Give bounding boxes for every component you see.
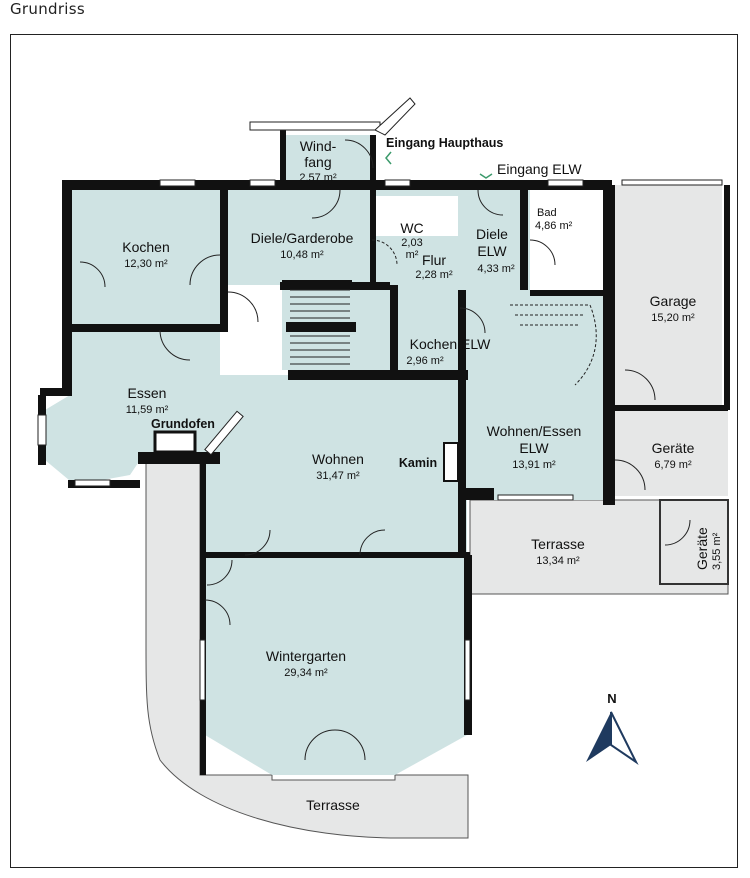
- kochen-elw-area: 2,96 m²: [406, 355, 444, 367]
- geraete-small-name: Geräte: [694, 527, 710, 570]
- wc-area: [372, 196, 458, 236]
- flur-name: Flur: [422, 252, 446, 268]
- garage-name: Garage: [650, 293, 697, 309]
- room-labels: Wind- fang 2,57 m² Kochen 12,30 m² Diele…: [122, 138, 723, 813]
- windfang-area: 2,57 m²: [299, 172, 337, 184]
- grundofen-label: Grundofen: [151, 417, 215, 431]
- windows: [37, 121, 723, 701]
- page-title: Grundriss: [10, 0, 85, 18]
- entrance-elw-arrow-icon: [479, 173, 493, 179]
- wc-area-value: 2,03: [401, 237, 422, 249]
- essen-name: Essen: [128, 385, 167, 401]
- kamin-label: Kamin: [399, 456, 437, 470]
- stairs-main: [290, 289, 350, 365]
- flur-area: 2,28 m²: [415, 269, 453, 281]
- geraete-small-area: [659, 499, 729, 585]
- entrance-canopy: [374, 97, 416, 136]
- wohnen-area: 31,47 m²: [316, 470, 360, 482]
- bad-name: Bad: [537, 207, 557, 219]
- wintergarten-area: 29,34 m²: [284, 667, 328, 679]
- geraete-name: Geräte: [652, 440, 695, 456]
- kochen-elw-name: Kochen ELW: [410, 336, 491, 352]
- eingang-haupthaus-label: Eingang Haupthaus: [386, 136, 503, 150]
- wohnen-essen-elw-area: 13,91 m²: [512, 459, 556, 471]
- north-arrow-icon: N: [586, 691, 639, 765]
- diele-elw-area: 4,33 m²: [477, 263, 515, 275]
- wc-area-unit: m²: [406, 249, 419, 261]
- diele-name: Diele/Garderobe: [251, 230, 354, 246]
- wohnen-name: Wohnen: [312, 451, 364, 467]
- garage-area: 15,20 m²: [651, 312, 695, 324]
- windfang-name: Wind-: [300, 138, 337, 154]
- bad-area-value: 4,86 m²: [535, 220, 573, 232]
- terrasse-elw-area: 13,34 m²: [536, 555, 580, 567]
- wintergarten-name: Wintergarten: [266, 648, 346, 664]
- wohnen-essen-elw-name: Wohnen/Essen: [487, 423, 582, 439]
- stairs-elw: [510, 304, 597, 386]
- geraete-area: 6,79 m²: [654, 459, 692, 471]
- kochen-name: Kochen: [122, 239, 169, 255]
- windfang-name2: fang: [304, 154, 331, 170]
- essen-area: 11,59 m²: [126, 404, 169, 416]
- north-label: N: [607, 691, 616, 706]
- entrance-arrow-icon: [385, 151, 392, 165]
- terrace-main-area: [145, 461, 469, 839]
- diele-area: 10,48 m²: [280, 249, 324, 261]
- kamin-block: [443, 442, 459, 482]
- plan-frame: [10, 34, 738, 868]
- doors: [79, 139, 691, 761]
- wc-name: WC: [400, 220, 423, 236]
- grundofen-block: [153, 430, 197, 454]
- eingang-elw-label: Eingang ELW: [497, 161, 582, 177]
- floor-areas: [45, 135, 728, 775]
- terrasse-elw-name: Terrasse: [531, 536, 585, 552]
- terrasse-main-name: Terrasse: [306, 797, 360, 813]
- geraete-small-area-value: 3,55 m²: [711, 532, 723, 570]
- diele-elw-name2: ELW: [477, 243, 507, 259]
- diele-elw-name: Diele: [476, 226, 508, 242]
- bad-area: [530, 195, 605, 295]
- wohnen-essen-elw-name2: ELW: [519, 440, 549, 456]
- kochen-area: 12,30 m²: [124, 258, 168, 270]
